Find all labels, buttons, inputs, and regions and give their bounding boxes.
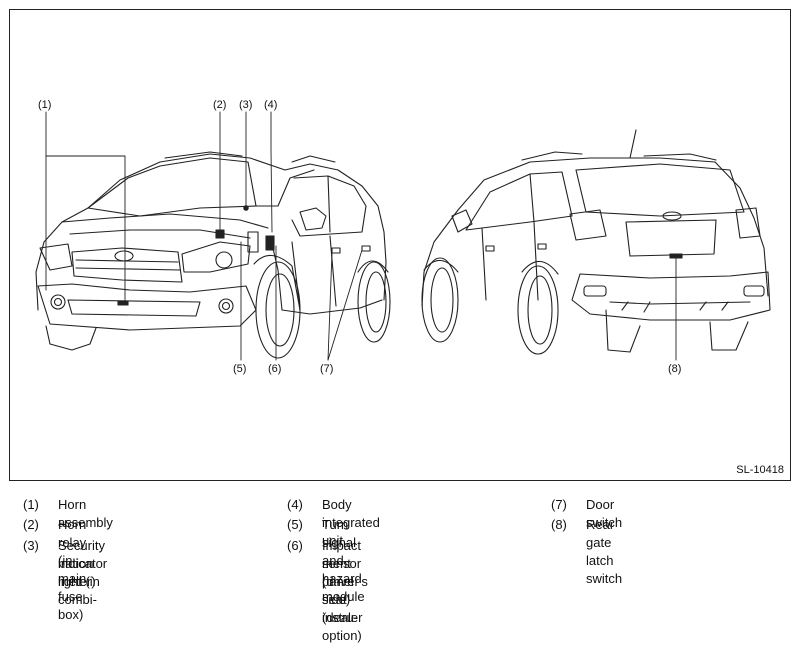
- rear-gate-latch-mark: [669, 253, 683, 259]
- diagram-frame: (1) (2) (3) (4) (5) (6) (7) (8) SL-10418: [9, 9, 791, 481]
- callout-8: (8): [668, 363, 682, 375]
- impact-sensor-mark: [265, 235, 275, 251]
- figure-id: SL-10418: [736, 464, 784, 476]
- security-light-mark: [243, 205, 249, 211]
- front-car-drawing: [35, 151, 391, 359]
- legend: (1) Horn assembly (2) Horn relay (in mai…: [23, 497, 623, 643]
- vehicle-illustration: [35, 111, 771, 361]
- rear-car-drawing: [421, 129, 771, 355]
- callout-6: (6): [268, 363, 282, 375]
- callout-2: (2): [213, 99, 227, 111]
- body-unit-mark: [247, 231, 259, 253]
- callout-1: (1): [38, 99, 52, 111]
- callout-3: (3): [239, 99, 253, 111]
- callout-5: (5): [233, 363, 247, 375]
- front-leader-lines: [45, 111, 363, 361]
- horn-mark: [117, 300, 129, 306]
- callout-4: (4): [264, 99, 278, 111]
- callout-7: (7): [320, 363, 334, 375]
